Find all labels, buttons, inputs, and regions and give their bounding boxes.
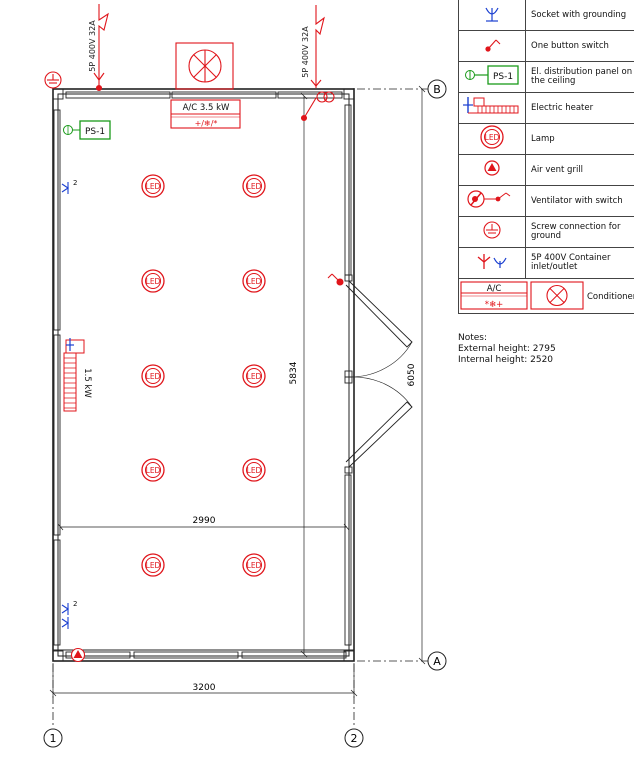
legend-label: 5P 400V Container inlet/outlet bbox=[525, 247, 634, 279]
legend-row: 5P 400V Container inlet/outlet bbox=[458, 247, 634, 279]
ventilator-with-switch-icon bbox=[458, 185, 526, 217]
svg-text:LED: LED bbox=[247, 561, 262, 570]
socket-count-bottom: 2 bbox=[73, 600, 77, 608]
legend-label: El. distribution panel on the ceiling bbox=[525, 61, 634, 93]
axis-bubble-b: B bbox=[427, 79, 447, 99]
container-inlet-outlet-icon bbox=[458, 247, 526, 279]
legend-label: Conditioner bbox=[587, 292, 634, 302]
conditioner-symbol-bottom: *❄+ bbox=[485, 300, 504, 310]
svg-text:LED: LED bbox=[146, 466, 161, 475]
legend-row: Electric heater bbox=[458, 92, 634, 124]
legend-row: Ventilator with switch bbox=[458, 185, 634, 217]
ac-outdoor-unit bbox=[175, 42, 234, 90]
axis-bubble-1: 1 bbox=[43, 728, 63, 748]
panel-label: PS-1 bbox=[85, 127, 105, 137]
svg-text:LED: LED bbox=[146, 372, 161, 381]
legend-row: One button switch bbox=[458, 30, 634, 62]
ground-connection-icon bbox=[44, 71, 62, 89]
svg-text:LED: LED bbox=[247, 277, 262, 286]
socket-with-grounding-icon bbox=[458, 0, 526, 31]
legend-row: Socket with grounding bbox=[458, 0, 634, 31]
conditioner-symbol-top: A/C bbox=[487, 284, 502, 294]
panel-symbol-label: PS-1 bbox=[493, 72, 513, 82]
electric-heater: 1.5 kW bbox=[63, 338, 92, 412]
circuit-label-right: 5P 400V 32A bbox=[301, 26, 310, 78]
screw-ground-connection-icon bbox=[458, 216, 526, 248]
distribution-panel-icon: PS-1 bbox=[458, 61, 526, 93]
distribution-panel: PS-1 bbox=[63, 120, 111, 140]
lamp-icon: LED bbox=[242, 364, 266, 388]
one-button-switch-icon bbox=[458, 30, 526, 62]
legend-label: Air vent grill bbox=[525, 154, 634, 186]
svg-text:LED: LED bbox=[247, 182, 262, 191]
ac-indoor-unit: A/C 3.5 kW +/❄/* bbox=[170, 99, 241, 129]
dim-outer-length: 6050 bbox=[407, 363, 417, 386]
axis-a-label: A bbox=[433, 655, 441, 668]
power-inlet-right bbox=[300, 5, 335, 122]
legend-table: Socket with grounding One button switch … bbox=[458, 0, 634, 314]
socket-count-top: 2 bbox=[73, 179, 77, 187]
conditioner-legend-cell: A/C *❄+ Conditioner bbox=[458, 278, 634, 314]
lamp-icon: LED bbox=[242, 269, 266, 293]
lamp-icon: LED bbox=[458, 123, 526, 155]
legend-row: LED Lamp bbox=[458, 123, 634, 155]
light-switch-icon bbox=[327, 273, 344, 286]
axis-bubble-a: A bbox=[427, 651, 447, 671]
legend-label: Socket with grounding bbox=[525, 0, 634, 31]
lamp-icon: LED bbox=[141, 553, 165, 577]
lamp-icon: LED bbox=[242, 458, 266, 482]
legend-label: One button switch bbox=[525, 30, 634, 62]
legend: Socket with grounding One button switch … bbox=[458, 0, 634, 314]
heater-label: 1.5 kW bbox=[82, 368, 92, 398]
double-door bbox=[344, 274, 413, 474]
dim-inner-length: 5834 bbox=[289, 361, 299, 384]
svg-text:LED: LED bbox=[146, 561, 161, 570]
air-vent-grill-icon bbox=[458, 154, 526, 186]
legend-row: Air vent grill bbox=[458, 154, 634, 186]
axis-bubble-2: 2 bbox=[344, 728, 364, 748]
axis-b-label: B bbox=[433, 83, 441, 96]
legend-label: Screw connection for ground bbox=[525, 216, 634, 248]
lamp-icon: LED bbox=[141, 269, 165, 293]
svg-text:LED: LED bbox=[247, 466, 262, 475]
notes: Notes: External height: 2795 Internal he… bbox=[458, 333, 556, 366]
legend-label: Electric heater bbox=[525, 92, 634, 124]
svg-text:LED: LED bbox=[247, 372, 262, 381]
axis-2-label: 2 bbox=[351, 732, 358, 745]
socket-icon bbox=[61, 603, 69, 629]
legend-row: A/C *❄+ Conditioner bbox=[458, 278, 634, 314]
axis-1-label: 1 bbox=[50, 732, 57, 745]
lamp-icon: LED bbox=[141, 364, 165, 388]
internal-height-note: Internal height: 2520 bbox=[458, 355, 554, 365]
ac-label: A/C 3.5 kW bbox=[183, 103, 230, 113]
legend-label: Ventilator with switch bbox=[525, 185, 634, 217]
dim-inner-width: 2990 bbox=[193, 516, 216, 526]
svg-text:LED: LED bbox=[146, 182, 161, 191]
lamps: LED LED LED LED LED LED LED LED LED LED bbox=[141, 174, 266, 577]
legend-label: Lamp bbox=[525, 123, 634, 155]
power-inlet-left bbox=[93, 4, 109, 92]
circuit-label-left: 5P 400V 32A bbox=[88, 20, 97, 72]
lamp-icon: LED bbox=[141, 458, 165, 482]
conditioner-icon: A/C *❄+ bbox=[460, 281, 584, 310]
dim-outer-width: 3200 bbox=[193, 683, 216, 693]
lamp-icon: LED bbox=[141, 174, 165, 198]
lamp-symbol-label: LED bbox=[485, 133, 500, 142]
socket-icon bbox=[61, 182, 69, 194]
external-height-note: External height: 2795 bbox=[458, 344, 556, 354]
grid-axes bbox=[52, 88, 428, 728]
air-vent-grill-icon bbox=[70, 647, 86, 663]
notes-title: Notes: bbox=[458, 333, 488, 343]
svg-text:LED: LED bbox=[146, 277, 161, 286]
dimension-lines bbox=[49, 85, 426, 698]
lamp-icon: LED bbox=[242, 174, 266, 198]
ac-mode-symbol: +/❄/* bbox=[195, 119, 218, 128]
electric-heater-icon bbox=[458, 92, 526, 124]
legend-row: Screw connection for ground bbox=[458, 216, 634, 248]
container-walls bbox=[52, 88, 355, 662]
lamp-icon: LED bbox=[242, 553, 266, 577]
legend-row: PS-1 El. distribution panel on the ceili… bbox=[458, 61, 634, 93]
